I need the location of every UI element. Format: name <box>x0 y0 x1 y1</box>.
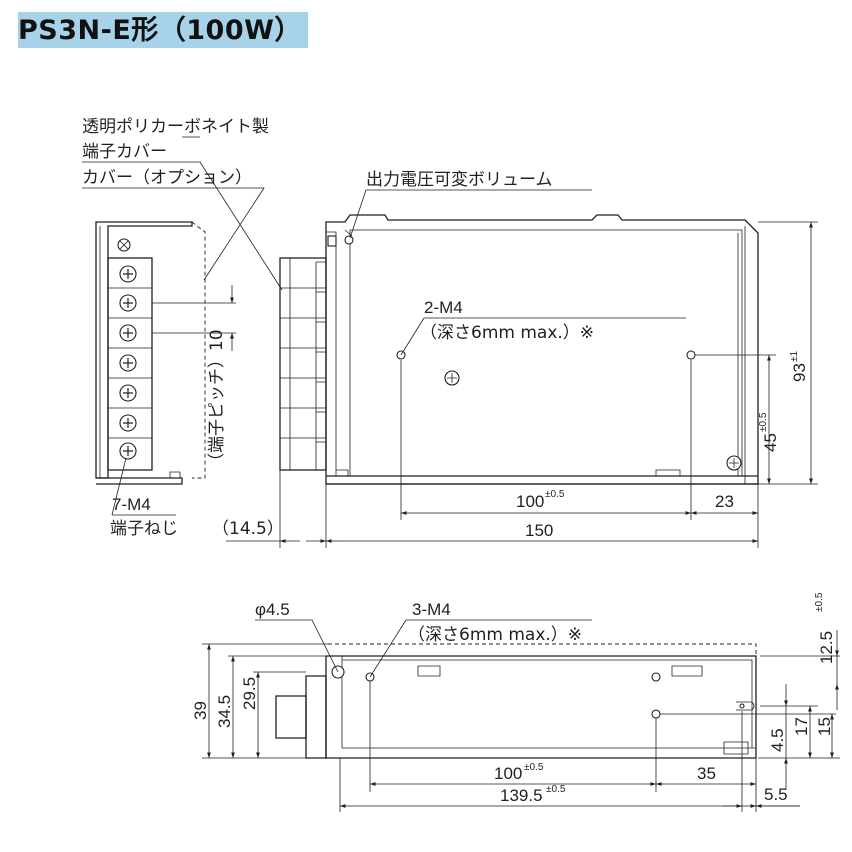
side-view-annotations: φ4.5 3-M4 （深さ6mm max.）※ <box>255 600 592 678</box>
top-view-dimensions: 150 100 ±0.5 23 93 ±1 45 ±0.5 <box>226 221 818 548</box>
dim-45: 45 <box>761 433 780 452</box>
side-view-dimensions: 39 34.5 29.5 100 ±0.5 35 139.5 ±0.5 5.5 … <box>191 592 840 812</box>
tol-45: ±0.5 <box>758 412 769 432</box>
page-title: PS3N-E形（100W） <box>18 14 302 46</box>
tol-100: ±0.5 <box>545 489 565 500</box>
side-mount-hole-2 <box>651 672 661 682</box>
mount-holes-label: 2-M4 <box>424 298 463 317</box>
dim-17: 17 <box>792 717 811 736</box>
terminal-screws-label: 端子ねじ <box>110 519 178 539</box>
dim-29-5: 29.5 <box>240 677 259 710</box>
side-mount-note: （深さ6mm max.）※ <box>408 625 582 645</box>
terminal-block-front-view: （端子ピッチ）10 <box>95 221 236 485</box>
terminal-screws <box>108 265 152 460</box>
tol-93: ±1 <box>789 351 800 362</box>
mount-holes-note: （深さ6mm max.）※ <box>420 323 594 343</box>
phi-label: φ4.5 <box>255 600 290 619</box>
dim-14-5: （14.5） <box>212 519 284 539</box>
dim-100: 100 <box>516 492 544 511</box>
terminal-cover-side-view <box>279 257 327 471</box>
dim-139-5: 139.5 <box>500 786 543 805</box>
terminal-screws-count: 7-M4 <box>112 495 151 514</box>
ground-screw <box>726 455 742 471</box>
title-banner: PS3N-E形（100W） <box>18 12 308 48</box>
cover-material-label: 透明ポリカーボネイト製 <box>82 117 269 137</box>
dim-39: 39 <box>191 701 210 720</box>
cover-option-label: カバー（オプション） <box>82 168 252 188</box>
tol-139-5: ±0.5 <box>546 784 566 795</box>
side-mount-hole-3 <box>651 709 661 719</box>
dim-15: 15 <box>815 717 834 736</box>
chassis-top-view <box>325 214 759 485</box>
tol-12-5: ±0.5 <box>814 592 825 612</box>
cover-screw <box>444 370 460 386</box>
side-dim-100: 100 <box>494 764 522 783</box>
side-mount-holes-label: 3-M4 <box>412 600 451 619</box>
dim-12-5: 12.5 <box>817 631 836 664</box>
dim-34-5: 34.5 <box>215 695 234 728</box>
dim-150: 150 <box>525 521 553 540</box>
dim-4-5: 4.5 <box>768 728 787 752</box>
chassis-side-view <box>275 643 757 759</box>
volume-label: 出力電圧可変ボリューム <box>366 170 553 190</box>
dim-35: 35 <box>697 764 716 783</box>
dim-5-5: 5.5 <box>764 785 788 804</box>
mount-hole-right <box>686 350 696 360</box>
terminal-cover-label: 端子カバー <box>82 142 167 162</box>
side-tol-100: ±0.5 <box>524 762 544 773</box>
top-view-annotations: 透明ポリカーボネイト製 端子カバー カバー（オプション） 出力電圧可変ボリューム… <box>82 117 686 539</box>
pitch-label: （端子ピッチ）10 <box>207 329 227 470</box>
dim-93: 93 <box>790 363 809 382</box>
dim-23: 23 <box>715 492 734 511</box>
